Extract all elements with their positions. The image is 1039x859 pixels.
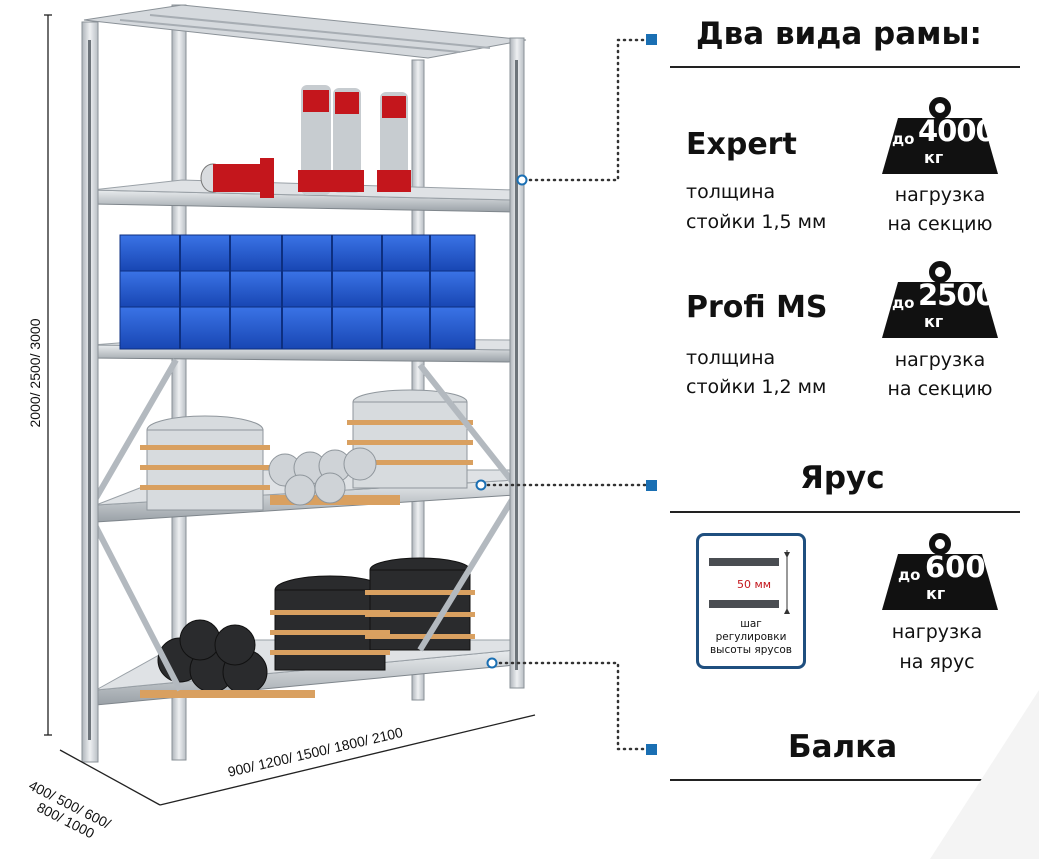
weight-icon	[882, 533, 998, 610]
expert-load-line2: на секцию	[887, 213, 993, 235]
profi-weight-unit: кг	[924, 312, 944, 331]
profi-thickness-line1: толщина	[686, 347, 776, 369]
tier-weight-prefix: до	[898, 566, 921, 584]
expert-weight-value: 4000	[918, 114, 996, 148]
bullet-square-frames	[646, 34, 657, 45]
bullet-square-tier	[646, 480, 657, 491]
expert-title: Expert	[686, 127, 797, 162]
tier-step-caption-line1: шаг	[740, 618, 762, 630]
tier-step-caption-line3: высоты ярусов	[709, 644, 792, 656]
profi-weight-prefix: до	[892, 294, 915, 312]
bullet-square-beam	[646, 744, 657, 755]
expert-load-line1: нагрузка	[894, 184, 986, 206]
frames-heading: Два вида рамы:	[696, 16, 982, 52]
tier-weight-unit: кг	[926, 584, 946, 603]
profi-title: Profi MS	[686, 290, 828, 325]
tier-step-diagram: 50 мм шаг регулировки высоты ярусов	[696, 533, 806, 669]
tier-divider	[670, 511, 1020, 513]
profi-load-line1: нагрузка	[894, 349, 986, 371]
tier-weight-value: 600	[925, 550, 986, 584]
profi-thickness-line2: стойки 1,2 мм	[686, 376, 827, 398]
profi-weight-value: 2500	[918, 278, 996, 312]
weight-icon	[882, 97, 998, 174]
weight-icon	[882, 261, 998, 338]
beam-divider	[670, 779, 1020, 781]
corner-decoration	[930, 690, 1039, 859]
profi-load-line2: на секцию	[887, 378, 993, 400]
expert-weight-prefix: до	[892, 130, 915, 148]
beam-heading: Балка	[788, 729, 898, 765]
shelving-rack-illustration	[44, 4, 536, 806]
tier-load-line2: на ярус	[899, 651, 975, 673]
tier-step-value: 50 мм	[737, 578, 772, 591]
tier-heading: Ярус	[800, 460, 885, 496]
expert-thickness-line1: толщина	[686, 181, 776, 203]
tier-step-caption-line2: регулировки	[715, 631, 787, 643]
frames-divider	[670, 66, 1020, 68]
height-dimension: 2000/ 2500/ 3000	[27, 318, 43, 428]
expert-weight-unit: кг	[924, 148, 944, 167]
tier-step-graphic	[709, 550, 790, 614]
expert-thickness-line2: стойки 1,5 мм	[686, 211, 827, 233]
tier-load-line1: нагрузка	[891, 621, 983, 643]
